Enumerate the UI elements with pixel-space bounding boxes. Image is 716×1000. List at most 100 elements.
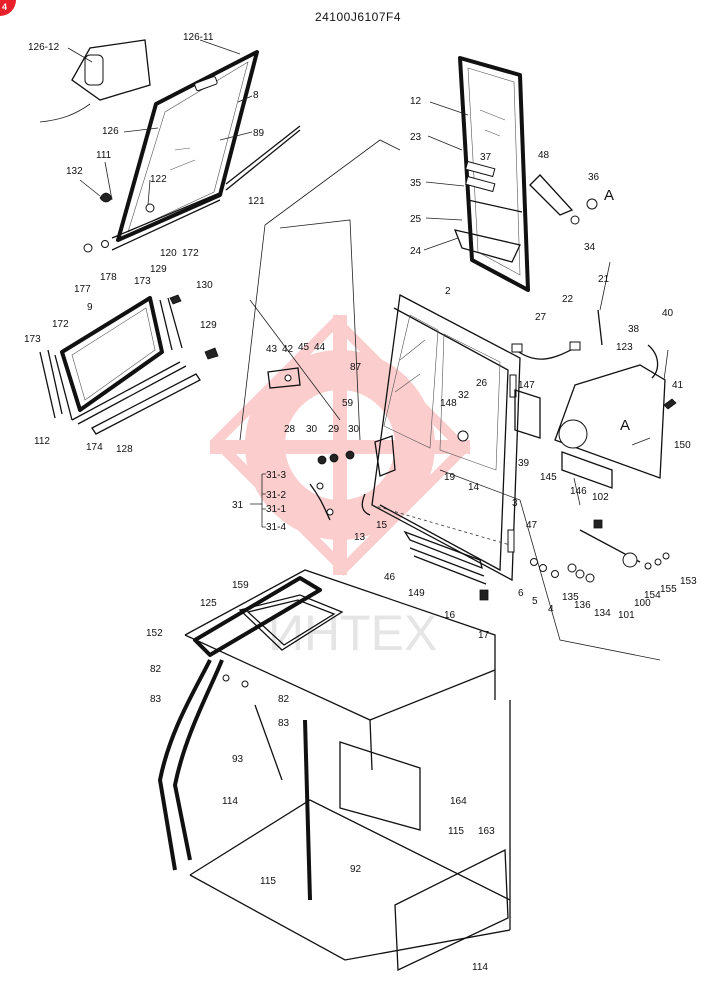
label-134: 134 bbox=[594, 608, 611, 619]
door-panel-150 bbox=[511, 309, 677, 568]
label-6: 6 bbox=[518, 588, 524, 599]
label-38: 38 bbox=[628, 324, 640, 335]
assembly-guides bbox=[239, 139, 661, 661]
label-173: 173 bbox=[24, 334, 41, 345]
label-14: 14 bbox=[468, 482, 480, 493]
view-marker-a: A bbox=[604, 187, 614, 204]
label-31-3: 31-3 bbox=[266, 470, 286, 481]
watermark-gear-icon bbox=[209, 314, 471, 576]
label-150: 150 bbox=[674, 440, 691, 451]
label-152: 152 bbox=[146, 628, 163, 639]
label-125: 125 bbox=[200, 598, 217, 609]
label-92: 92 bbox=[350, 864, 362, 875]
label-16: 16 bbox=[444, 610, 456, 621]
label-130: 130 bbox=[196, 280, 213, 291]
label-101: 101 bbox=[618, 610, 635, 621]
leader-lines bbox=[67, 39, 669, 506]
label-30-a: 30 bbox=[306, 424, 318, 435]
label-87: 87 bbox=[350, 362, 362, 373]
label-35: 35 bbox=[410, 178, 422, 189]
label-153: 153 bbox=[680, 576, 697, 587]
label-15: 15 bbox=[376, 520, 388, 531]
label-22: 22 bbox=[562, 294, 574, 305]
label-2: 2 bbox=[445, 286, 451, 297]
label-23: 23 bbox=[410, 132, 422, 143]
label-164: 164 bbox=[450, 796, 467, 807]
label-129-top: 129 bbox=[150, 264, 167, 275]
label-31-1: 31-1 bbox=[266, 504, 286, 515]
svg-text:4: 4 bbox=[2, 2, 7, 12]
label-126: 126 bbox=[102, 126, 119, 137]
label-132: 132 bbox=[66, 166, 83, 177]
label-28: 28 bbox=[284, 424, 296, 435]
label-128: 128 bbox=[116, 444, 133, 455]
label-173-top: 173 bbox=[134, 276, 151, 287]
label-17: 17 bbox=[478, 630, 490, 641]
latch-hardware bbox=[267, 367, 396, 521]
label-39: 39 bbox=[518, 458, 530, 469]
watermark-text: ИНТЕХ bbox=[268, 605, 437, 661]
label-102: 102 bbox=[592, 492, 609, 503]
label-45: 45 bbox=[298, 342, 310, 353]
label-8: 8 bbox=[253, 90, 259, 101]
label-146: 146 bbox=[570, 486, 587, 497]
label-48: 48 bbox=[538, 150, 550, 161]
label-12: 12 bbox=[410, 96, 422, 107]
label-122: 122 bbox=[150, 174, 167, 185]
label-83-a: 83 bbox=[150, 694, 162, 705]
label-32: 32 bbox=[458, 390, 470, 401]
label-172: 172 bbox=[52, 319, 69, 330]
cab-body bbox=[158, 569, 511, 972]
label-149: 149 bbox=[408, 588, 425, 599]
label-174: 174 bbox=[86, 442, 103, 453]
label-159: 159 bbox=[232, 580, 249, 591]
label-178: 178 bbox=[100, 272, 117, 283]
label-9: 9 bbox=[87, 302, 93, 313]
document-code: 24100J6107F4 bbox=[314, 10, 402, 24]
label-121: 121 bbox=[248, 196, 265, 207]
label-31-2: 31-2 bbox=[266, 490, 286, 501]
label-30-b: 30 bbox=[348, 424, 360, 435]
label-177: 177 bbox=[74, 284, 91, 295]
label-115-a: 115 bbox=[448, 826, 464, 837]
label-24: 24 bbox=[410, 246, 422, 257]
label-148: 148 bbox=[440, 398, 457, 409]
label-5: 5 bbox=[532, 596, 538, 607]
label-145: 145 bbox=[540, 472, 557, 483]
label-163: 163 bbox=[478, 826, 495, 837]
label-111: 111 bbox=[96, 150, 112, 161]
label-93: 93 bbox=[232, 754, 244, 765]
label-13: 13 bbox=[354, 532, 366, 543]
label-154: 154 bbox=[644, 590, 661, 601]
label-21: 21 bbox=[598, 274, 610, 285]
label-27: 27 bbox=[535, 312, 547, 323]
label-31: 31 bbox=[232, 500, 244, 511]
label-4: 4 bbox=[548, 604, 554, 615]
label-120: 120 bbox=[160, 248, 177, 259]
label-3: 3 bbox=[512, 498, 518, 509]
corner-badge: 4 bbox=[0, 0, 16, 16]
label-82-a: 82 bbox=[150, 664, 162, 675]
label-115-b: 115 bbox=[260, 876, 276, 887]
label-82-b: 82 bbox=[278, 694, 290, 705]
label-43: 43 bbox=[266, 344, 278, 355]
label-89: 89 bbox=[253, 128, 265, 139]
label-126-12: 126-12 bbox=[28, 42, 60, 53]
label-47: 47 bbox=[526, 520, 538, 531]
label-59: 59 bbox=[342, 398, 354, 409]
label-36: 36 bbox=[588, 172, 600, 183]
label-19: 19 bbox=[444, 472, 456, 483]
label-114-a: 114 bbox=[222, 796, 238, 807]
label-126-11: 126-11 bbox=[183, 32, 214, 43]
side-window-9 bbox=[39, 240, 219, 435]
label-135: 135 bbox=[562, 592, 579, 603]
label-112: 112 bbox=[34, 436, 50, 447]
label-129: 129 bbox=[200, 320, 217, 331]
label-44: 44 bbox=[314, 342, 326, 353]
label-34: 34 bbox=[584, 242, 596, 253]
callout-labels: 126-12 126-11 126 8 89 111 132 122 121 1… bbox=[24, 32, 697, 973]
label-41: 41 bbox=[672, 380, 684, 391]
label-31-4: 31-4 bbox=[266, 522, 286, 533]
label-147: 147 bbox=[518, 380, 535, 391]
